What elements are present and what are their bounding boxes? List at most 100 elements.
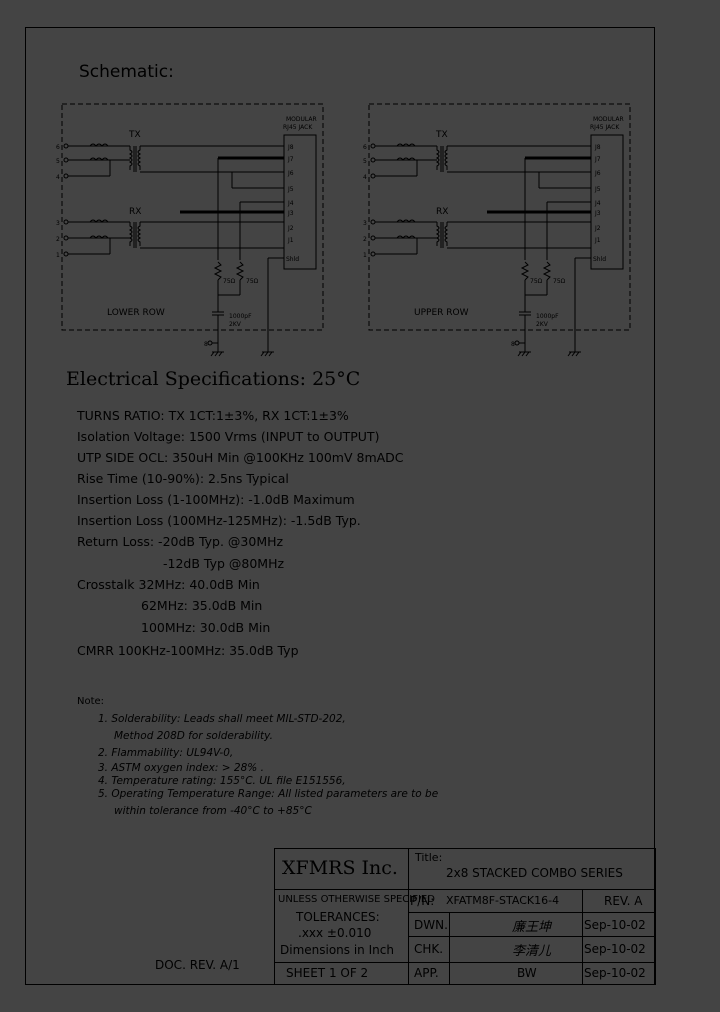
upper-left-pin-1: 1 [363,252,367,259]
lower-tx-label: TX [128,130,141,140]
upper-left-pin-3: 3 [363,220,367,227]
lower-gnd-pin: 8 [204,341,208,348]
note-3: 3. ASTM oxygen index: > 28% . [98,762,264,774]
upper-pin-shld: Shld [593,256,606,263]
lower-pin-j8: J8 [287,144,294,151]
spec-line-cmrr: CMRR 100KHz-100MHz: 35.0dB Typ [77,643,299,658]
lower-row-module [61,103,324,357]
app-label: APP. [414,966,439,980]
lower-left-pin-1: 1 [56,252,60,259]
spec-line-crosstalk-1: Crosstalk 32MHz: 40.0dB Min [77,577,260,592]
upper-left-pin-5: 5 [363,158,367,165]
lower-cap-2: 2KV [229,321,242,328]
lower-left-pin-6: 6 [56,144,60,151]
sheet-number: SHEET 1 OF 2 [286,966,369,980]
lower-rx-label: RX [129,207,141,217]
revision: REV. A [604,894,643,908]
upper-pin-j2: J2 [594,225,601,232]
spec-line-insertion-loss-2: Insertion Loss (100MHz-125MHz): -1.5dB T… [77,513,361,528]
upper-pin-j6: J6 [594,170,601,177]
lower-left-pin-2: 2 [56,236,60,243]
spec-line-isolation: Isolation Voltage: 1500 Vrms (INPUT to O… [77,429,380,444]
upper-pin-j1: J1 [594,237,601,244]
lower-left-pin-3: 3 [56,220,60,227]
spec-line-ocl: UTP SIDE OCL: 350uH Min @100KHz 100mV 8m… [77,450,404,465]
part-number: XFATM8F-STACK16-4 [446,894,560,907]
lower-left-pin-4: 4 [56,174,60,181]
specs-title: Electrical Specifications: 25°C [66,368,361,390]
lower-pin-j7: J7 [287,156,294,163]
notes-heading: Note: [77,696,105,707]
upper-tx-label: TX [435,130,448,140]
lower-row-labels: MODULAR RJ45 JACK TX RX J8 J7 J6 J5 J4 J… [56,116,317,348]
dimensions-unit: Dimensions in Inch [280,943,394,957]
note-5: 5. Operating Temperature Range: All list… [98,788,439,800]
upper-left-pin-6: 6 [363,144,367,151]
dwn-label: DWN. [414,918,448,932]
lower-pin-j4: J4 [287,200,294,207]
tolerances-label: TOLERANCES: [296,910,380,924]
app-name-cell [449,962,583,985]
upper-left-pin-2: 2 [363,236,367,243]
lower-pin-j5: J5 [287,186,294,193]
dwn-date: Sep-10-02 [584,918,646,932]
pn-label: P/N: [410,894,435,908]
schematic-diagram: MODULAR RJ45 JACK TX RX J8 J7 J6 J5 J4 J… [56,103,631,357]
lower-pin-j2: J2 [287,225,294,232]
spec-line-crosstalk-2: 62MHz: 35.0dB Min [141,598,263,613]
upper-cap-1: 1000pF [536,313,559,320]
upper-resistor-2: 75Ω [553,278,566,285]
lower-resistor-1: 75Ω [223,278,236,285]
upper-row-module [368,103,631,357]
dwn-signature: 廉王坤 [512,920,552,935]
note-5-cont: within tolerance from -40°C to +85°C [114,805,312,817]
note-2: 2. Flammability: UL94V-0, [98,747,234,759]
upper-pin-j3: J3 [594,210,601,217]
note-1: 1. Solderability: Leads shall meet MIL-S… [98,713,346,725]
upper-pin-j5: J5 [594,186,601,193]
upper-row-labels: MODULAR RJ45 JACK TX RX J8 J7 J6 J5 J4 J… [363,116,624,348]
lower-pin-j1: J1 [287,237,294,244]
lower-jack-label-2: RJ45 JACK [283,124,313,131]
drawing-title: 2x8 STACKED COMBO SERIES [446,866,623,880]
spec-line-crosstalk-3: 100MHz: 30.0dB Min [141,620,271,635]
lower-jack-label-1: MODULAR [286,116,317,123]
upper-row-label: UPPER ROW [414,308,469,318]
chk-signature: 李清儿 [512,944,552,959]
spec-line-rise-time: Rise Time (10-90%): 2.5ns Typical [77,471,289,486]
unless-specified: UNLESS OTHERWISE SPECIFIED [278,894,435,905]
chk-date: Sep-10-02 [584,942,646,956]
app-date-cell [582,962,656,985]
upper-jack-label-2: RJ45 JACK [590,124,620,131]
chk-label: CHK. [414,942,444,956]
upper-resistor-1: 75Ω [530,278,543,285]
spec-line-return-loss-2: -12dB Typ @80MHz [163,556,285,571]
spec-line-insertion-loss-1: Insertion Loss (1-100MHz): -1.0dB Maximu… [77,492,355,507]
lower-left-pin-5: 5 [56,158,60,165]
upper-gnd-pin: 8 [511,341,515,348]
upper-pin-j7: J7 [594,156,601,163]
upper-rx-label: RX [436,207,448,217]
lower-pin-shld: Shld [286,256,299,263]
spec-line-turns-ratio: TURNS RATIO: TX 1CT:1±3%, RX 1CT:1±3% [77,408,349,423]
upper-pin-j8: J8 [594,144,601,151]
schematic-title: Schematic: [79,62,174,82]
note-1-cont: Method 208D for solderability. [114,730,273,742]
lower-module-outline [61,103,324,331]
company-name: XFMRS Inc. [282,857,398,879]
lower-resistor-2: 75Ω [246,278,259,285]
upper-left-pin-4: 4 [363,174,367,181]
lower-row-label: LOWER ROW [107,308,165,318]
title-label: Title: [415,851,443,864]
note-4: 4. Temperature rating: 155°C. UL file E1… [98,775,346,787]
lower-pin-j6: J6 [287,170,294,177]
upper-pin-j4: J4 [594,200,601,207]
app-name: BW [517,966,537,980]
app-date: Sep-10-02 [584,966,646,980]
lower-cap-1: 1000pF [229,313,252,320]
doc-revision: DOC. REV. A/1 [155,958,240,972]
lower-tx-choke [89,143,109,147]
spec-line-return-loss-1: Return Loss: -20dB Typ. @30MHz [77,534,284,549]
title-block: XFMRS Inc. Title: 2x8 STACKED COMBO SERI… [274,848,656,985]
tolerance-value: .xxx ±0.010 [298,926,372,940]
